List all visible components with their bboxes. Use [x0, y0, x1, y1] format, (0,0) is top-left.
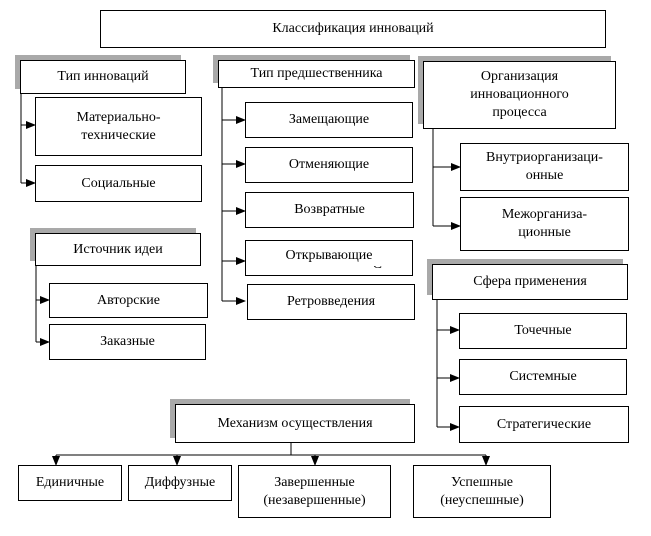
predecessor-item-opening-label: Открывающие	[285, 248, 373, 263]
group-organization-header: Организация инновационного процесса	[423, 61, 616, 129]
sphere-item-strategic: Стратегические	[459, 406, 629, 443]
mechanism-item-single: Единичные	[18, 465, 122, 501]
sphere-item-point: Точечные	[459, 313, 627, 349]
predecessor-item-opening: Открывающие С	[245, 240, 413, 276]
type-item-material: Материально- технические	[35, 97, 202, 156]
sphere-item-system: Системные	[459, 359, 627, 395]
predecessor-item-returning: Возвратные	[245, 192, 414, 228]
group-sphere-header: Сфера применения	[432, 264, 628, 300]
source-item-order: Заказные	[49, 324, 206, 360]
diagram-title: Классификация инноваций	[100, 10, 606, 48]
source-item-author: Авторские	[49, 283, 208, 318]
group-type-header: Тип инноваций	[20, 60, 186, 94]
clipped-text-mask: С	[246, 266, 412, 275]
organization-item-inter: Межорганиза- ционные	[460, 197, 629, 251]
mechanism-item-completed: Завершенные (незавершенные)	[238, 465, 391, 518]
mechanism-item-diffuse: Диффузные	[128, 465, 232, 501]
type-item-social: Социальные	[35, 165, 202, 202]
organization-item-internal: Внутриорганизаци- онные	[460, 143, 629, 191]
clipped-glyph: С	[373, 266, 382, 274]
mechanism-item-successful: Успешные (неуспешные)	[413, 465, 551, 518]
predecessor-item-replacing: Замещающие	[245, 102, 413, 138]
predecessor-item-retro: Ретровведения	[247, 284, 415, 320]
group-mechanism-header: Механизм осуществления	[175, 404, 415, 443]
group-predecessor-header: Тип предшественника	[218, 60, 415, 88]
predecessor-item-cancelling: Отменяющие	[245, 147, 413, 183]
group-source-header: Источник идеи	[35, 233, 201, 266]
